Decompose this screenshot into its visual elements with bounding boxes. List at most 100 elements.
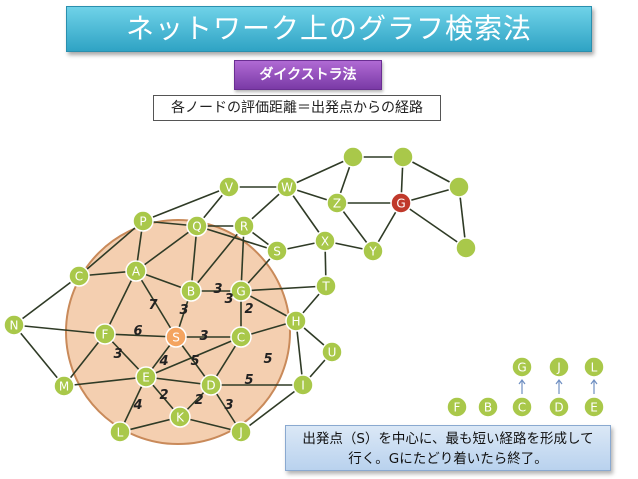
node-U: U: [321, 341, 343, 363]
node-Q: Q: [186, 215, 208, 237]
node-label: X: [321, 235, 329, 249]
node-X: X: [314, 230, 336, 252]
node-T: T: [315, 275, 337, 297]
node-label: N: [10, 319, 19, 333]
node-label: B: [187, 285, 195, 299]
node-label: T: [321, 280, 330, 294]
node-P: P: [132, 210, 154, 232]
node-E: E: [135, 366, 157, 388]
edge-weight-w2: 3: [224, 292, 233, 307]
node-Y: Y: [362, 240, 384, 262]
edge-G-N4: [400, 202, 467, 249]
node-D: D: [200, 374, 222, 396]
node-circle: [448, 176, 470, 198]
edge-weight-w11: 5: [263, 352, 272, 367]
node-label: E: [590, 401, 598, 415]
node-B: B: [180, 280, 202, 302]
edge-N-M: [13, 324, 65, 387]
node-R: R: [233, 215, 255, 237]
node-circle: [180, 280, 202, 302]
node-label: H: [291, 315, 300, 329]
edge-weight-w15: 2: [194, 393, 203, 408]
node-N: N: [3, 314, 25, 336]
edge-weight-w7: 3: [199, 329, 208, 344]
node-circle: [230, 421, 252, 443]
node-label: L: [117, 426, 124, 440]
node-circle: [186, 215, 208, 237]
node-H: H: [285, 310, 307, 332]
edge-R-B: [190, 225, 245, 292]
node-label: S: [273, 245, 281, 259]
edge-I-J: [240, 384, 304, 433]
node-circle: [230, 280, 252, 302]
node-label: K: [176, 411, 185, 425]
node-label: J: [556, 361, 561, 375]
node-label: G: [396, 197, 405, 211]
edge-N-C2: [13, 275, 80, 326]
node-circle: [314, 230, 336, 252]
node-label: L: [591, 361, 598, 375]
node-label: R: [240, 220, 248, 234]
edge-weight-w14: 4: [132, 398, 142, 413]
edge-E-M: [63, 376, 147, 387]
node-lD: D: [548, 396, 570, 418]
legend-arrows-layer: [518, 379, 598, 394]
node-circle: [94, 323, 116, 345]
node-K: K: [169, 406, 191, 428]
node-circle: [390, 192, 412, 214]
edge-weight-w8: 3: [113, 347, 122, 362]
edge-weight-w3: 7: [148, 298, 158, 313]
node-label: I: [301, 379, 305, 393]
node-lF: F: [446, 396, 468, 418]
node-label: C: [518, 401, 526, 415]
node-I: I: [292, 374, 314, 396]
page-title: ネットワーク上のグラフ検索法: [66, 6, 592, 52]
edge-T-G2: [240, 285, 327, 292]
node-label: V: [225, 181, 234, 195]
node-lE: E: [583, 396, 605, 418]
legend-arrow-head: [555, 379, 563, 385]
node-circle: [392, 146, 414, 168]
node-N3: [448, 176, 470, 198]
node-lG: G: [511, 356, 533, 378]
edge-weight-w13: 2: [159, 388, 168, 403]
node-label: S: [172, 331, 180, 345]
node-label: D: [554, 401, 563, 415]
edge-weight-w16: 3: [224, 398, 233, 413]
edge-V-P: [142, 186, 230, 222]
node-label: J: [238, 426, 243, 440]
edge-weight-w5: 2: [244, 302, 253, 317]
node-G2: G: [230, 280, 252, 302]
note-line-2: 行く。Gにたどり着いたら終了。: [348, 451, 548, 467]
node-lL: L: [583, 356, 605, 378]
node-label: C: [75, 270, 83, 284]
node-circle: [342, 146, 364, 168]
node-circle: [455, 237, 477, 259]
node-label: Y: [368, 245, 377, 259]
node-circle: [230, 326, 252, 348]
node-circle: [511, 356, 533, 378]
node-circle: [68, 265, 90, 287]
node-N4: [455, 237, 477, 259]
edge-A-F: [104, 270, 137, 335]
edge-Q-A: [135, 225, 198, 272]
node-circle: [548, 396, 570, 418]
node-label: C: [237, 331, 245, 345]
node-label: Z: [333, 197, 341, 211]
node-L: L: [109, 421, 131, 443]
node-label: D: [206, 379, 215, 393]
node-circle: [132, 210, 154, 232]
note-line-1: 出発点（S）を中心に、最も短い経路を形成して: [302, 431, 594, 447]
node-circle: [446, 396, 468, 418]
node-V: V: [218, 176, 240, 198]
edge-E-D: [145, 376, 212, 386]
node-circle: [583, 356, 605, 378]
node-circle: [109, 421, 131, 443]
node-label: E: [142, 371, 150, 385]
node-circle: [276, 176, 298, 198]
node-W: W: [276, 176, 298, 198]
node-label: G: [517, 361, 526, 375]
edge-R-G2: [240, 225, 245, 292]
